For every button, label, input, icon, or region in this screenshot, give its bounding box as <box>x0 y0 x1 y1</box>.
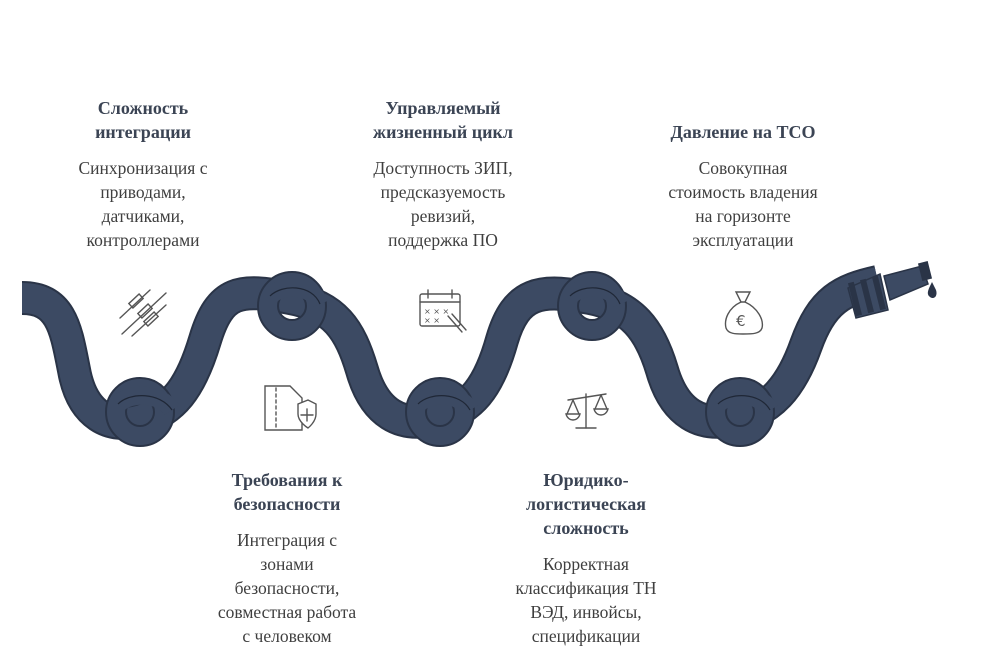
scales-icon <box>565 393 609 429</box>
hose-body <box>20 267 882 438</box>
block-safety-requirements: Требования к безопасности Интеграция с з… <box>202 468 372 648</box>
block-legal-logistics: Юридико- логистическая сложность Коррект… <box>500 468 672 648</box>
money-bag-euro-icon: € <box>724 291 764 335</box>
shield-document-icon <box>264 385 317 431</box>
knot-2 <box>257 271 329 341</box>
block-tco-pressure: Давление на TCO Совокупная стоимость вла… <box>650 120 836 252</box>
knot-3 <box>405 377 478 447</box>
svg-text:€: € <box>736 312 746 330</box>
svg-text:× × ×: × × × <box>424 307 449 316</box>
block-description: Интеграция с зонами безопасности, совмес… <box>217 530 357 646</box>
block-title: Юридико- логистическая сложность <box>525 470 647 538</box>
block-description: Доступность ЗИП, предсказуемость ревизий… <box>373 158 513 250</box>
block-description: Корректная классификация ТН ВЭД, инвойсы… <box>515 554 657 646</box>
knot-1 <box>105 377 180 447</box>
hose-nozzle <box>847 261 937 319</box>
calendar-plan-icon: × × × × × <box>419 289 467 333</box>
knot-4 <box>557 271 629 341</box>
knot-5 <box>705 377 778 447</box>
block-description: Совокупная стоимость владения на горизон… <box>668 158 818 250</box>
resistor-components-icon <box>119 289 167 337</box>
block-description: Синхронизация с приводами, датчиками, ко… <box>78 158 208 250</box>
svg-text:× ×: × × <box>424 316 440 325</box>
block-title: Давление на TCO <box>670 122 816 142</box>
block-title: Требования к безопасности <box>231 470 343 514</box>
block-title: Управляемый жизненный цикл <box>373 98 513 142</box>
water-drop-icon <box>927 282 937 299</box>
block-title: Сложность интеграции <box>95 98 191 142</box>
block-lifecycle: Управляемый жизненный цикл Доступность З… <box>358 96 528 252</box>
block-integration-complexity: Сложность интеграции Синхронизация с при… <box>58 96 228 252</box>
hose <box>20 265 882 440</box>
